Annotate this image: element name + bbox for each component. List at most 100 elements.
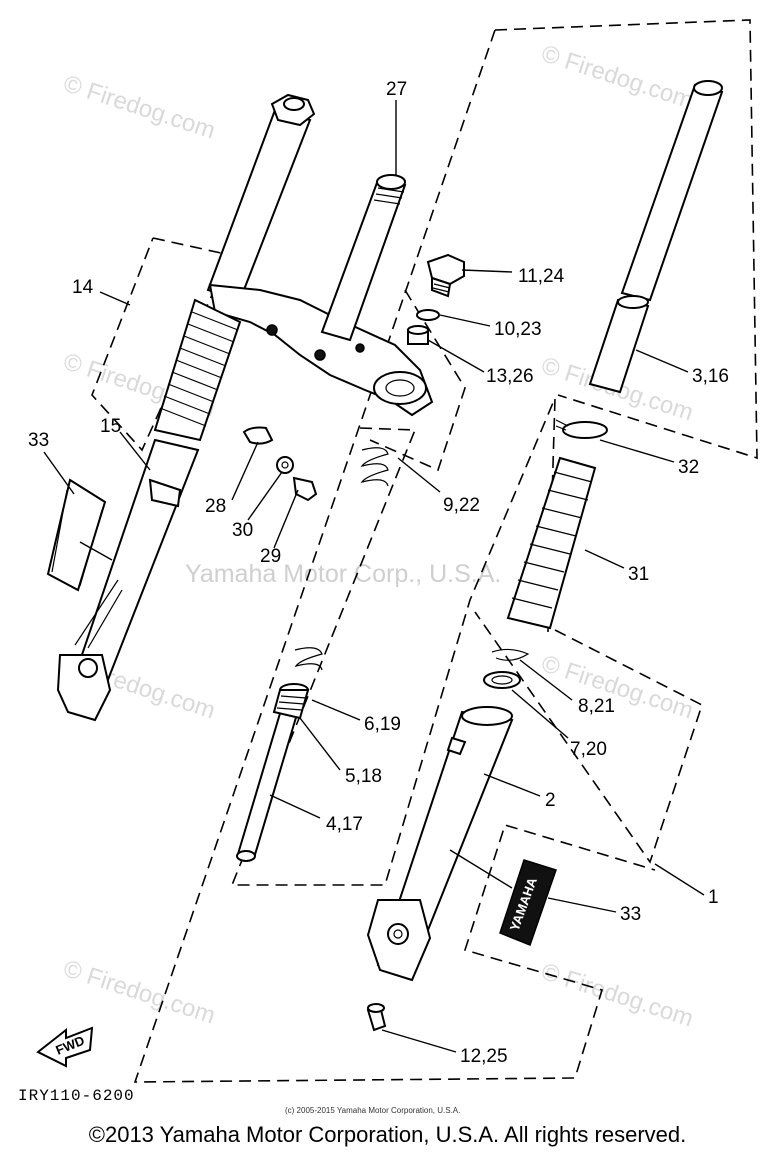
callout-13-26: 13,26	[486, 366, 534, 387]
callout-1: 1	[708, 887, 719, 908]
leader-33-right-b	[547, 897, 617, 913]
callout-5-18: 5,18	[345, 766, 382, 787]
nut-hole	[281, 461, 289, 469]
fwd-arrow-shape	[36, 1026, 94, 1068]
rebound-spring	[294, 647, 323, 671]
right-lower-parts	[366, 419, 608, 1032]
fork-spring-upper	[360, 447, 389, 487]
right-tube-sleeve	[588, 298, 650, 394]
clip-28	[242, 426, 274, 445]
stem-threads	[373, 187, 405, 205]
right-fork-boot	[506, 456, 597, 630]
oil-seal-bore	[491, 675, 513, 685]
right-emblem: YAMAHA	[499, 859, 557, 946]
leader-10-23	[439, 314, 491, 327]
callout-33-left: 33	[28, 430, 49, 451]
leader-33-right	[449, 849, 513, 889]
damper-rod-end	[236, 850, 256, 862]
callout-6-19: 6,19	[364, 714, 401, 735]
assembly-boundaries	[91, 19, 758, 1083]
inner-fork-parts	[236, 447, 389, 862]
leader-8-21	[519, 659, 573, 701]
piston-grooves	[276, 695, 307, 711]
watermark-firedog: © Firedog.com	[60, 955, 218, 1029]
left-axle-hole	[78, 658, 98, 678]
callout-3-16: 3,16	[692, 366, 729, 387]
spacer-top	[407, 325, 429, 335]
leader-14	[99, 291, 131, 306]
outer-tube-top	[461, 706, 513, 726]
outer-tube-tab	[446, 736, 467, 756]
clamp-bore	[385, 379, 415, 397]
callout-11-24: 11,24	[518, 266, 565, 287]
bracket-hole	[314, 349, 326, 361]
leader-32	[599, 439, 675, 463]
left-top-bolt-head	[283, 97, 305, 111]
drain-bolt-head	[367, 1003, 385, 1013]
leader-31	[584, 549, 625, 569]
boot-folds	[159, 311, 239, 427]
leader-9-22	[397, 457, 441, 493]
callout-14: 14	[72, 277, 94, 298]
circlip	[491, 648, 530, 661]
main-outer-boundary	[133, 29, 656, 1083]
right-upper-parts	[407, 80, 724, 394]
bracket-hole	[266, 324, 278, 336]
callout-30: 30	[232, 520, 253, 541]
leader-12-25	[381, 1029, 457, 1053]
lower-right-assembly-boundary	[474, 611, 703, 864]
left-axle-clamp-tab	[148, 478, 182, 508]
callout-10-23: 10,23	[494, 319, 542, 340]
emblem-plate-left	[46, 478, 107, 592]
cap-threads	[432, 283, 451, 293]
callout-9-22: 9,22	[443, 495, 480, 516]
left-fork-assembly	[56, 93, 434, 722]
emblem-plate-right	[499, 859, 557, 946]
callout-12-25: 12,25	[460, 1046, 508, 1067]
axle-hole-inner	[393, 929, 403, 939]
copyright-notice: ©2013 Yamaha Motor Corporation, U.S.A. A…	[88, 1122, 687, 1147]
leader-29	[273, 489, 299, 549]
small-fasteners	[242, 426, 318, 502]
leader-1	[654, 863, 705, 896]
leader-33-left	[43, 451, 75, 495]
left-fork-boundary	[91, 237, 232, 452]
left-fork-brace	[74, 579, 123, 649]
watermark-firedog: © Firedog.com	[60, 70, 218, 144]
leader-2	[483, 773, 541, 797]
callout-2: 2	[545, 790, 556, 811]
boot-clamp	[562, 421, 608, 439]
leader-5-18	[299, 717, 341, 771]
leader-28	[231, 441, 259, 501]
leader-6-19	[311, 699, 361, 721]
nut-30	[276, 456, 294, 474]
diagram-reference: IRY110-6200	[18, 1087, 135, 1105]
fwd-arrow: FWD	[36, 1026, 94, 1068]
steering-stem	[320, 178, 407, 342]
right-boot-folds	[511, 471, 593, 609]
left-emblem	[46, 478, 107, 592]
under-bracket-clamp	[373, 371, 427, 405]
sleeve-top	[617, 295, 649, 309]
callout-8-21: 8,21	[578, 696, 615, 717]
bracket-hole	[355, 343, 365, 353]
callout-33-right: 33	[620, 904, 641, 925]
watermark-yamaha: Yamaha Motor Corp., U.S.A.	[185, 560, 501, 588]
leader-3-16	[635, 349, 689, 373]
leader-7-20	[511, 689, 569, 739]
callout-7-20: 7,20	[570, 739, 607, 760]
callout-29: 29	[260, 546, 281, 567]
right-inner-tube	[620, 83, 724, 302]
left-boot-body	[153, 298, 242, 442]
right-axle-hole	[387, 923, 409, 945]
fine-print: (c) 2005-2015 Yamaha Motor Corporation, …	[285, 1106, 460, 1115]
o-ring	[416, 309, 440, 321]
clamp-screw	[555, 419, 569, 431]
bracket-assembly-boundary	[369, 289, 466, 472]
callout-labels: 27 11,24 10,23 13,26 3,16 14 15 33 28 30…	[28, 79, 729, 1067]
left-inner-tube	[206, 108, 312, 302]
callout-32: 32	[678, 457, 699, 478]
right-inner-tube-top	[693, 80, 723, 96]
callout-15: 15	[100, 416, 121, 437]
